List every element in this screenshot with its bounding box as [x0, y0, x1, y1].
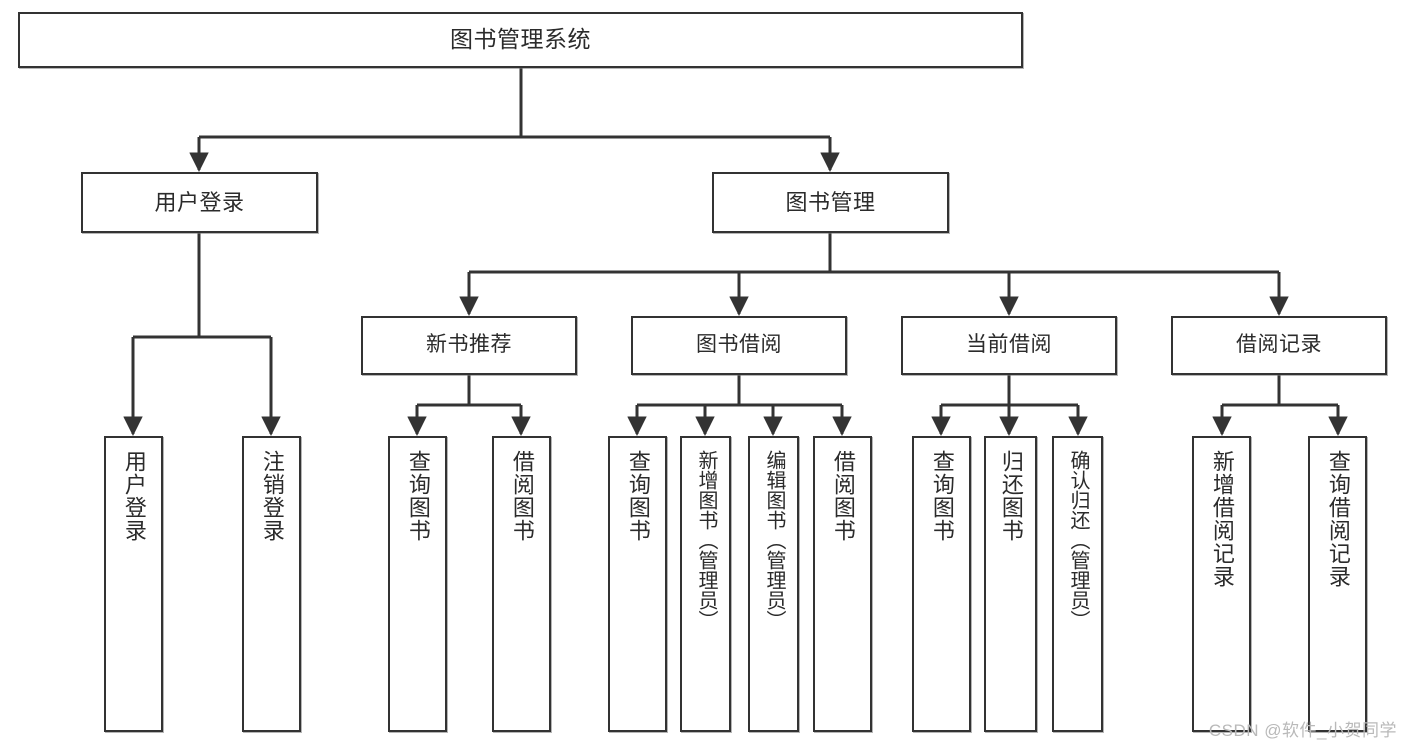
leaf-book-borrow-borrow-books[interactable]: 借阅图书	[813, 436, 872, 732]
node-label: 查询图书	[929, 450, 955, 542]
node-label: 用户登录	[121, 450, 147, 542]
leaf-current-borrow-confirm-return-admin[interactable]: 确认归还（管理员）	[1052, 436, 1103, 732]
node-label: 新书推荐	[426, 333, 512, 357]
leaf-book-borrow-query-books[interactable]: 查询图书	[608, 436, 667, 732]
node-root-book-management-system[interactable]: 图书管理系统	[18, 12, 1023, 68]
leaf-current-borrow-return-books[interactable]: 归还图书	[984, 436, 1037, 732]
node-label: 编辑图书（管理员）	[763, 450, 785, 630]
node-label: 图书管理系统	[450, 26, 591, 53]
leaf-user-login-signin[interactable]: 用户登录	[104, 436, 163, 732]
watermark-text: CSDN @软件_小贺同学	[1208, 721, 1397, 740]
node-label: 借阅图书	[830, 450, 856, 542]
node-book-borrowing[interactable]: 图书借阅	[631, 316, 847, 375]
node-label: 借阅记录	[1236, 333, 1322, 357]
node-label: 新增图书（管理员）	[695, 450, 717, 630]
node-current-borrowing[interactable]: 当前借阅	[901, 316, 1117, 375]
leaf-new-book-borrow-books[interactable]: 借阅图书	[492, 436, 551, 732]
leaf-user-login-signout[interactable]: 注销登录	[242, 436, 301, 732]
leaf-book-borrow-edit-book-admin[interactable]: 编辑图书（管理员）	[748, 436, 799, 732]
node-user-login[interactable]: 用户登录	[81, 172, 318, 233]
node-label: 新增借阅记录	[1209, 450, 1235, 588]
leaf-borrow-record-query-record[interactable]: 查询借阅记录	[1308, 436, 1367, 732]
leaf-current-borrow-query-books[interactable]: 查询图书	[912, 436, 971, 732]
node-book-management[interactable]: 图书管理	[712, 172, 949, 233]
node-label: 查询图书	[405, 450, 431, 542]
node-label: 图书管理	[785, 189, 876, 215]
node-label: 用户登录	[154, 189, 245, 215]
node-label: 确认归还（管理员）	[1067, 450, 1089, 630]
node-label: 查询借阅记录	[1325, 450, 1351, 588]
node-label: 归还图书	[998, 450, 1024, 542]
node-label: 借阅图书	[509, 450, 535, 542]
node-label: 当前借阅	[966, 333, 1052, 357]
node-borrowing-records[interactable]: 借阅记录	[1171, 316, 1387, 375]
leaf-book-borrow-add-book-admin[interactable]: 新增图书（管理员）	[680, 436, 731, 732]
leaf-borrow-record-add-record[interactable]: 新增借阅记录	[1192, 436, 1251, 732]
node-label: 注销登录	[259, 450, 285, 542]
leaf-new-book-query-books[interactable]: 查询图书	[388, 436, 447, 732]
node-label: 查询图书	[625, 450, 651, 542]
node-new-book-recommendation[interactable]: 新书推荐	[361, 316, 577, 375]
node-label: 图书借阅	[696, 333, 782, 357]
